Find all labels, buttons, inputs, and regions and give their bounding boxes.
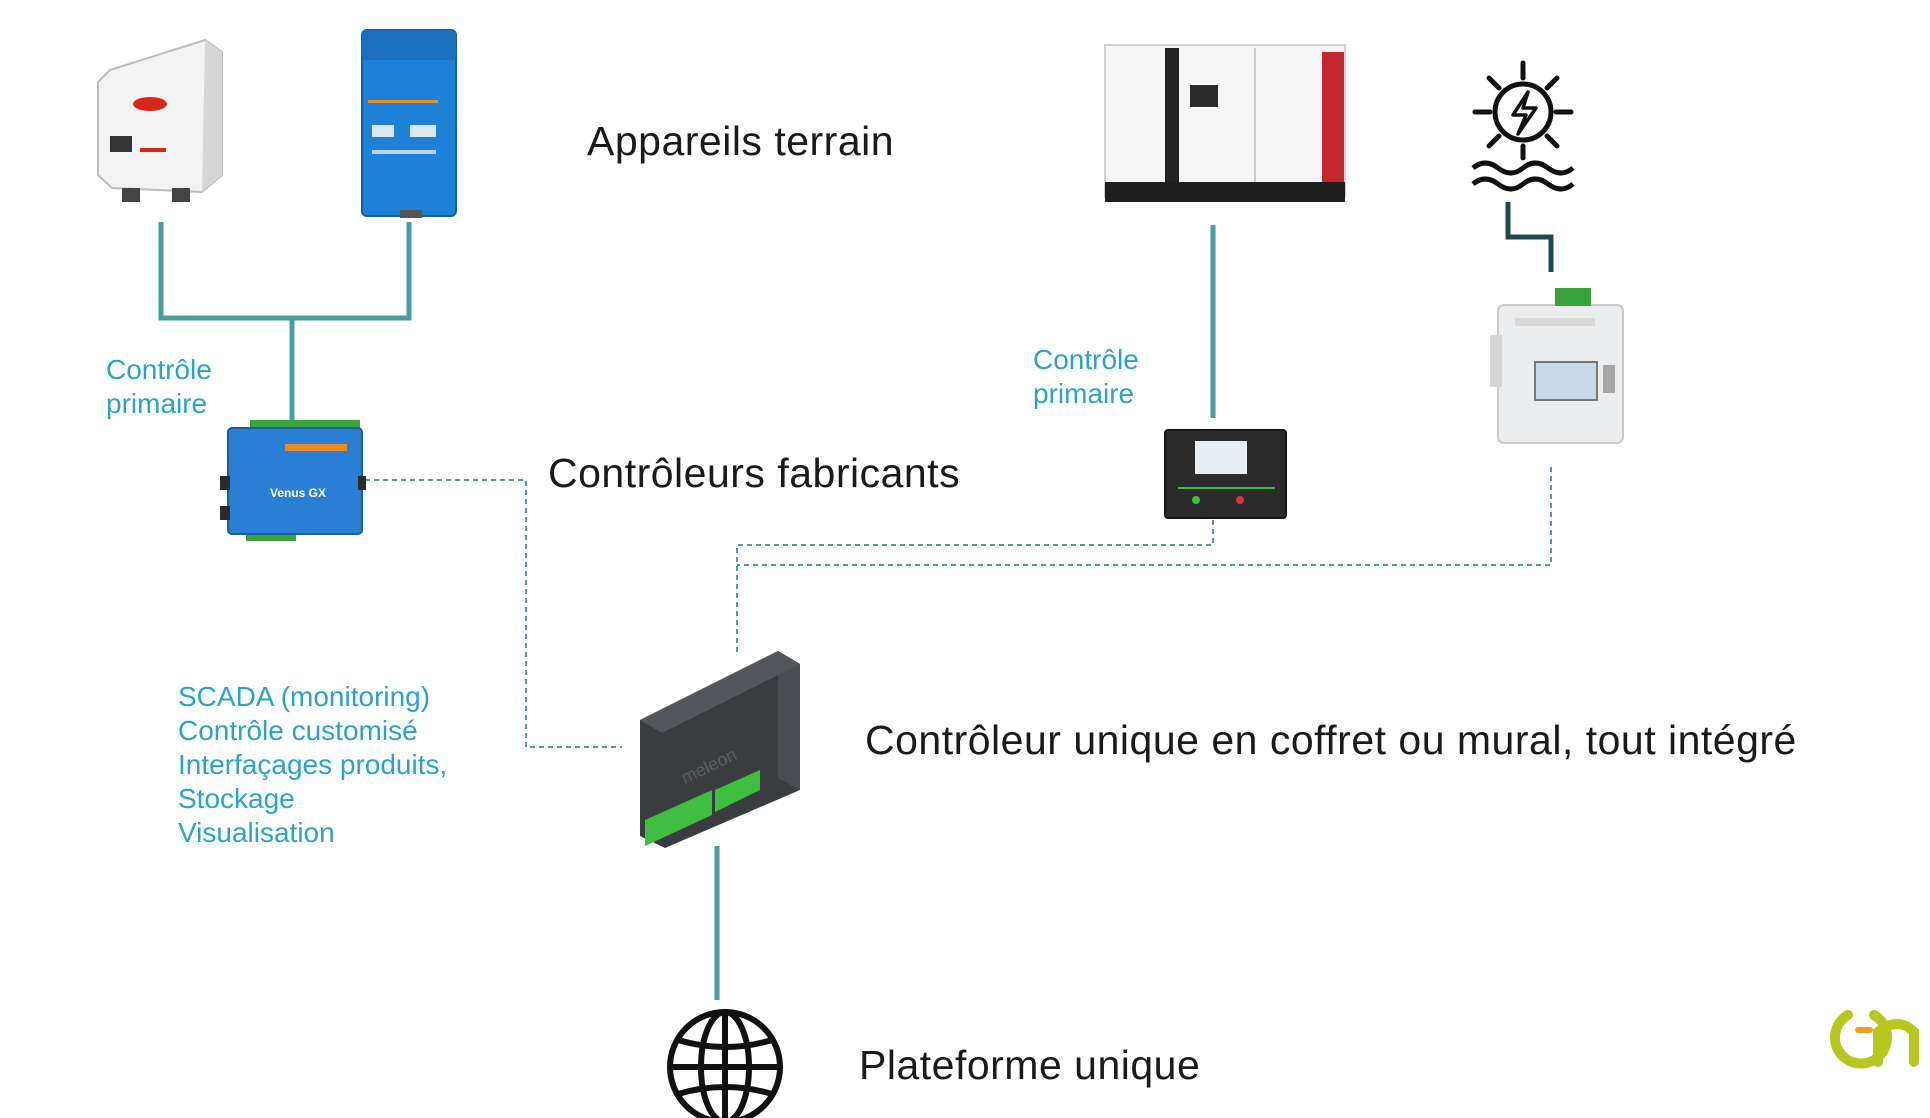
multiplus-icon: [361, 29, 457, 218]
globe-icon: [667, 1009, 783, 1118]
dashed-connectors: [365, 467, 1552, 748]
genset-controller-icon: [1164, 429, 1287, 519]
scada-feature: Visualisation: [178, 817, 335, 848]
connector-inverters: [158, 222, 412, 321]
inverter-icon: [97, 38, 223, 202]
connector-hydro: [1505, 202, 1554, 272]
primary-control-left-line1: Contrôle: [106, 354, 212, 385]
scada-feature: Interfaçages produits,: [178, 749, 448, 780]
solid-connectors: [158, 202, 1554, 1000]
single-controller-label: Contrôleur unique en coffret ou mural, t…: [865, 717, 1797, 763]
scada-feature: Contrôle customisé: [178, 715, 418, 746]
scada-feature: SCADA (monitoring): [178, 681, 431, 712]
primary-control-right-line1: Contrôle: [1033, 344, 1139, 375]
primary-control-left: Contrôle primaire: [106, 353, 212, 421]
brand-logo: [1830, 1010, 1919, 1069]
dashed-genset-meleon: [736, 520, 1214, 655]
field-devices-label: Appareils terrain: [587, 118, 895, 164]
dashed-meter-meleon: [737, 467, 1552, 566]
venus-gx-icon: [220, 420, 366, 541]
primary-control-right-line2: primaire: [1033, 378, 1135, 409]
meleon-controller-icon: [640, 651, 800, 848]
generator-icon: [1104, 44, 1346, 202]
single-platform-label: Plateforme unique: [859, 1042, 1201, 1088]
manufacturer-controllers-label: Contrôleurs fabricants: [548, 450, 961, 496]
scada-features-list: SCADA (monitoring) Contrôle customisé In…: [178, 680, 447, 850]
scada-feature: Stockage: [178, 783, 295, 814]
primary-control-right: Contrôle primaire: [1033, 343, 1139, 411]
primary-control-left-line2: primaire: [106, 388, 208, 419]
hydro-icon: [1471, 60, 1575, 192]
venus-gx-label: Venus GX: [270, 486, 327, 500]
energy-meter-icon: [1490, 288, 1624, 444]
